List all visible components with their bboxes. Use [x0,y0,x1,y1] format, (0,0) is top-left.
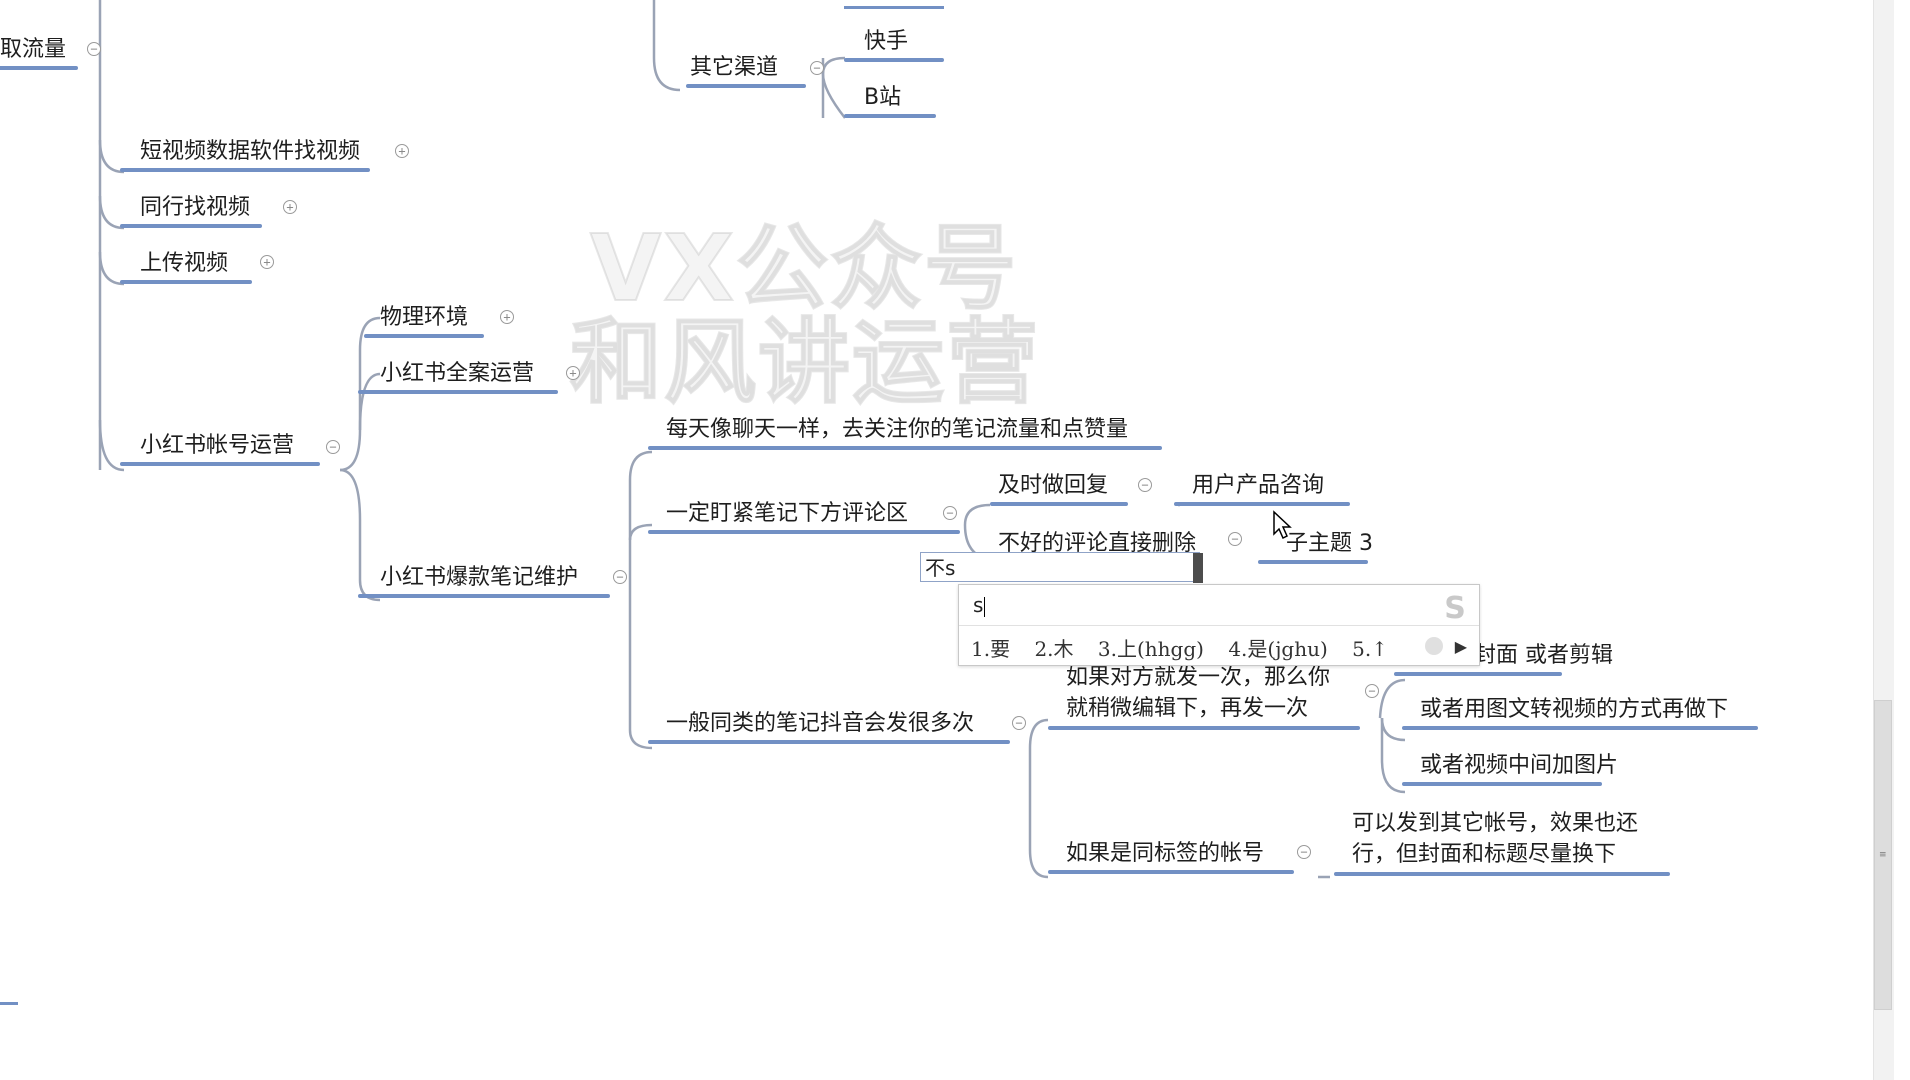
node-underline [648,740,1010,744]
expand-icon[interactable]: + [395,144,409,158]
ime-candidate[interactable]: 4.是(jghu) [1228,637,1328,661]
node-underline [1402,726,1758,730]
node-xhs-hot-notes[interactable]: 小红书爆款笔记维护 [358,564,610,598]
node-underline [120,462,320,466]
expand-icon[interactable]: + [283,200,297,214]
collapse-icon[interactable]: − [87,42,101,56]
node-underline [1048,726,1360,730]
node-physical-env[interactable]: 物理环境 [364,304,484,338]
node-underline [1048,870,1294,874]
node-other-channels[interactable]: 其它渠道 [686,54,806,88]
node-if-same-tag[interactable]: 如果是同标签的帐号 [1048,840,1294,874]
node-underline [1334,872,1670,876]
node-underline [648,446,1162,450]
node-if-once[interactable]: 如果对方就发一次，那么你 就稍微编辑下，再发一次 [1048,662,1360,730]
node-underline [686,84,806,88]
node-short-video-data[interactable]: 短视频数据软件找视频 [120,138,370,172]
scrollbar-grip-icon: ≡ [1879,850,1887,860]
collapse-icon[interactable]: − [326,440,340,454]
node-underline [358,390,558,394]
node-underline [120,224,262,228]
node-underline [0,66,78,70]
node-underline [1258,560,1368,564]
node-reply-timely[interactable]: 及时做回复 [990,472,1128,506]
text-caret [1193,553,1203,583]
node-xhs-account-ops[interactable]: 小红书帐号运营 [120,432,320,466]
expand-icon[interactable]: + [500,310,514,324]
ime-candidate-window[interactable]: s S 1.要 2.木 3.上(hhgg) 4.是(jghu) 5.↑ ▶ [958,584,1480,666]
collapse-icon[interactable]: − [1138,478,1152,492]
divider [959,625,1479,626]
node-underline [120,168,370,172]
node-underline [648,530,960,534]
collapse-icon[interactable]: − [1228,532,1242,546]
prev-page-icon[interactable] [1425,637,1443,655]
node-delete-bad[interactable]: 不好的评论直接删除 [998,531,1197,556]
collapse-icon[interactable]: − [943,506,957,520]
expand-icon[interactable]: + [566,366,580,380]
ime-candidate[interactable]: 1.要 [971,637,1011,661]
node-underline [364,334,484,338]
node-cover-or-edit[interactable]: 封面 或者剪辑 [1394,642,1613,676]
node-underline [0,1002,18,1005]
node-underline [844,114,936,118]
ime-logo-icon: S [1444,591,1466,626]
ime-candidate[interactable]: 3.上(hhgg) [1097,637,1204,661]
node-underline [844,6,944,9]
node-peer-video[interactable]: 同行找视频 [120,194,262,228]
expand-icon[interactable]: + [260,255,274,269]
mouse-pointer-icon [1273,510,1292,540]
watermark: VX公众号 和风讲运营 [569,215,1041,416]
node-douyin-same[interactable]: 一般同类的笔记抖音会发很多次 [648,710,1010,744]
node-or-insert-image[interactable]: 或者视频中间加图片 [1402,752,1618,786]
collapse-icon[interactable]: − [810,61,824,75]
ime-composition: s [973,593,986,617]
node-watch-comments[interactable]: 一定盯紧笔记下方评论区 [648,500,960,534]
node-kuaishou[interactable]: 快手 [844,28,944,62]
node-bilibili[interactable]: B站 [844,84,936,118]
node-subtopic3[interactable]: 子主题 3 [1258,530,1373,564]
node-upload-video[interactable]: 上传视频 [120,250,252,284]
node-underline [120,280,252,284]
node-product-inquiry[interactable]: 用户产品咨询 [1174,472,1350,506]
scrollbar-thumb[interactable] [1874,700,1892,1010]
node-underline [358,594,610,598]
next-page-icon[interactable]: ▶ [1454,637,1467,656]
node-xhs-full-ops[interactable]: 小红书全案运营 [358,360,558,394]
node-underline [1394,672,1562,676]
node-daily-chat[interactable]: 每天像聊天一样，去关注你的笔记流量和点赞量 [648,416,1162,450]
node-underline [1174,502,1350,506]
ime-candidate-list: 1.要 2.木 3.上(hhgg) 4.是(jghu) 5.↑ [971,633,1406,662]
ime-candidate[interactable]: 2.木 [1034,637,1074,661]
collapse-icon[interactable]: − [1365,684,1379,698]
node-underline [990,502,1128,506]
node-underline [1402,782,1602,786]
ime-candidate[interactable]: 5.↑ [1352,637,1388,661]
node-other-account[interactable]: 可以发到其它帐号，效果也还 行，但封面和标题尽量换下 [1334,808,1670,876]
collapse-icon[interactable]: − [1012,716,1026,730]
node-edit-input[interactable]: 不s [920,552,1203,583]
collapse-icon[interactable]: − [1297,845,1311,859]
node-traffic[interactable]: 取流量 [0,36,78,70]
node-underline [844,58,944,62]
node-or-image-video[interactable]: 或者用图文转视频的方式再做下 [1402,696,1758,730]
collapse-icon[interactable]: − [613,570,627,584]
